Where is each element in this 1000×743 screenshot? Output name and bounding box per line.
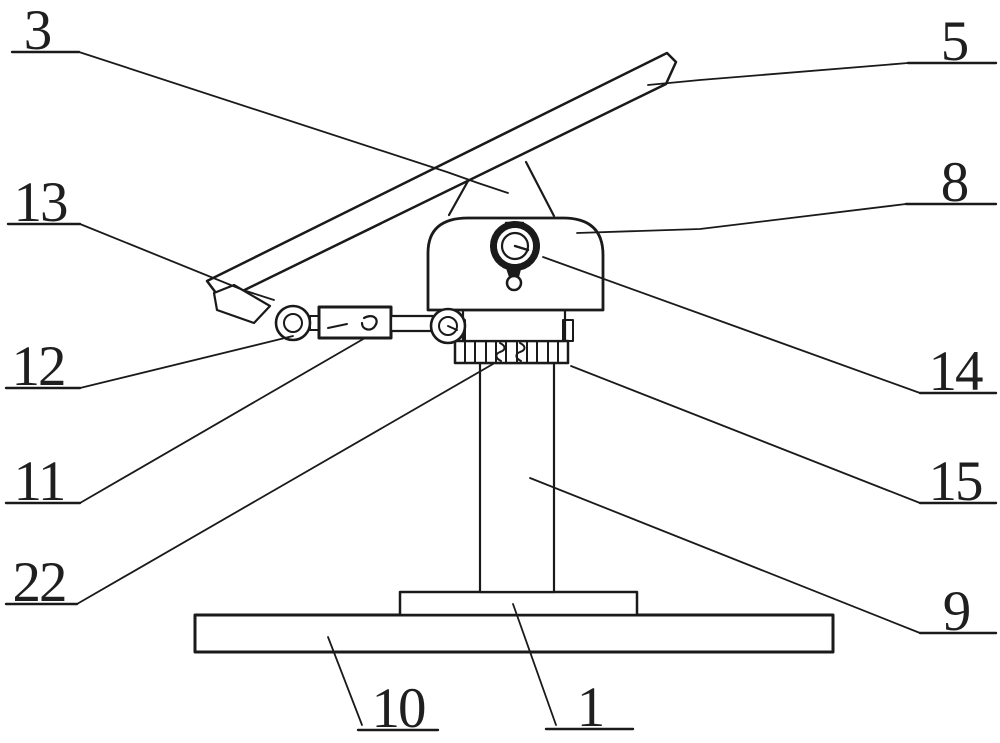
actuator-slot-mark xyxy=(327,323,348,329)
gear-rack-band xyxy=(453,339,570,365)
leader-12 xyxy=(79,335,294,389)
support-bracket-right-edge xyxy=(524,160,556,218)
neck-ear-right xyxy=(562,319,574,342)
leader-13 xyxy=(79,223,275,301)
leader-lines xyxy=(76,51,921,726)
hinge-joint-right-bore xyxy=(438,316,458,336)
gauge-needle xyxy=(513,244,530,252)
label-5: 5 xyxy=(941,10,970,73)
label-11: 11 xyxy=(14,450,65,513)
clevis-pin-symbol xyxy=(360,315,378,331)
label-9: 9 xyxy=(943,580,972,643)
gear-rack-teeth xyxy=(464,340,559,364)
leader-15 xyxy=(570,365,921,504)
label-15: 15 xyxy=(929,450,983,513)
leader-14 xyxy=(542,256,921,394)
leader-5 xyxy=(647,62,909,86)
base-plate xyxy=(193,613,835,654)
label-underlines xyxy=(4,50,998,732)
leader-11 xyxy=(79,337,366,504)
label-13: 13 xyxy=(14,171,68,234)
label-8: 8 xyxy=(941,151,970,214)
hinge-joint-left xyxy=(274,304,312,342)
leader-8 xyxy=(576,203,907,234)
support-column xyxy=(478,361,556,594)
worm-symbol-right xyxy=(515,342,526,362)
gauge-stem-ball xyxy=(505,274,523,292)
housing-neck xyxy=(461,308,567,343)
hinge-joint-left-bore xyxy=(283,313,303,333)
label-12: 12 xyxy=(12,335,65,398)
label-10: 10 xyxy=(372,677,426,740)
actuator-body xyxy=(317,305,393,340)
hinge-joint-right-tick xyxy=(447,325,458,331)
leader-22 xyxy=(76,363,494,605)
label-14: 14 xyxy=(929,340,984,403)
label-3: 3 xyxy=(24,0,53,62)
piston-rod xyxy=(389,314,435,333)
worm-symbol-left xyxy=(495,342,506,362)
support-bracket-left-edge xyxy=(447,179,470,217)
label-22: 22 xyxy=(13,551,66,614)
column-plinth xyxy=(398,590,639,617)
label-1: 1 xyxy=(577,676,606,739)
panel-tip-bracket xyxy=(212,283,272,325)
leader-1 xyxy=(512,603,557,726)
leader-9 xyxy=(529,477,921,634)
leader-10 xyxy=(327,636,363,726)
reference-labels: 3 5 13 8 12 14 11 15 22 9 10 1 xyxy=(12,0,986,740)
leader-3 xyxy=(78,51,509,194)
